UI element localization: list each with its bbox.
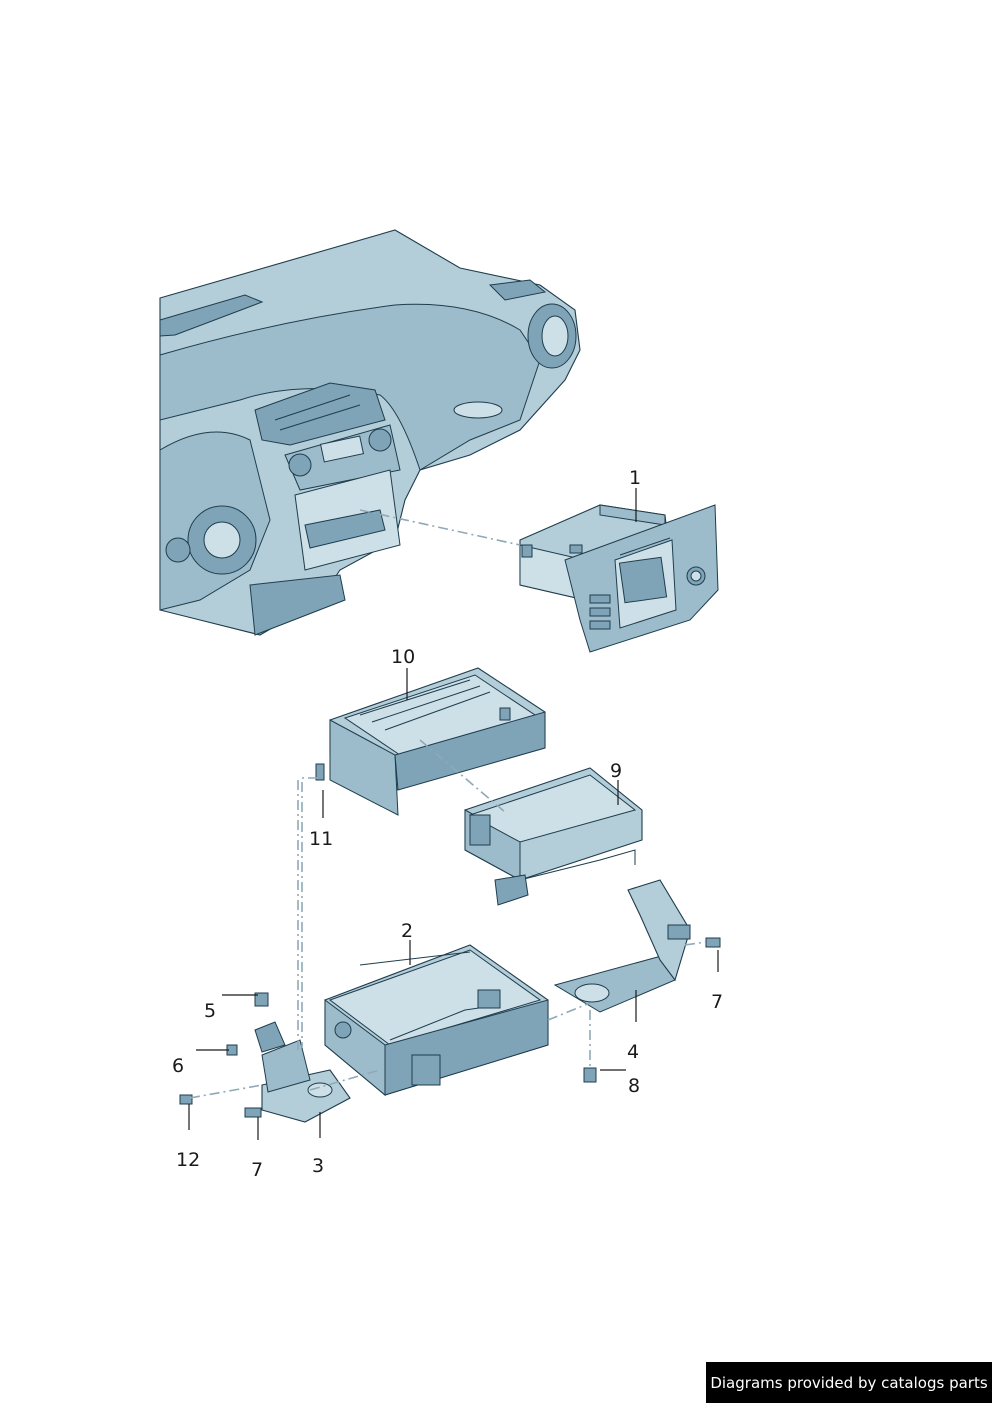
callout-9: 9: [610, 760, 622, 782]
credit-banner: Diagrams provided by catalogs parts: [706, 1362, 992, 1403]
callout-4: 4: [627, 1041, 639, 1063]
part-12-screw: [179, 1094, 193, 1105]
callout-8: 8: [628, 1075, 640, 1097]
part-5-clip: [254, 992, 269, 1007]
part-7-screw-right: [705, 937, 721, 948]
part-10-mounting-frame: [329, 667, 546, 816]
assembly-lines: [189, 509, 707, 1099]
callout-1: 1: [629, 467, 641, 489]
fasteners: [179, 763, 721, 1118]
part-9-module: [464, 767, 643, 906]
part-3-bracket-left: [254, 1021, 351, 1123]
callout-10: 10: [391, 646, 415, 668]
callout-3: 3: [312, 1155, 324, 1177]
callout-12: 12: [176, 1149, 200, 1171]
part-11-clip: [315, 763, 325, 781]
part-2-box-unit: [324, 944, 549, 1097]
part-1-radio-unit: [519, 504, 719, 653]
part-8-nut: [583, 1067, 597, 1083]
part-4-bracket-right: [553, 879, 691, 1013]
callout-7-right: 7: [711, 991, 723, 1013]
callout-labels: 1 10 9 11 2 5 6 7 4 8 12 7 3: [172, 467, 723, 1181]
callout-5: 5: [204, 1000, 216, 1022]
callout-7-left: 7: [251, 1159, 263, 1181]
dashboard-illustration: [159, 229, 581, 636]
leader-lines: [188, 488, 719, 1140]
callout-6: 6: [172, 1055, 184, 1077]
part-7-screw-left: [244, 1107, 262, 1118]
callout-2: 2: [401, 920, 413, 942]
callout-11: 11: [309, 828, 333, 850]
